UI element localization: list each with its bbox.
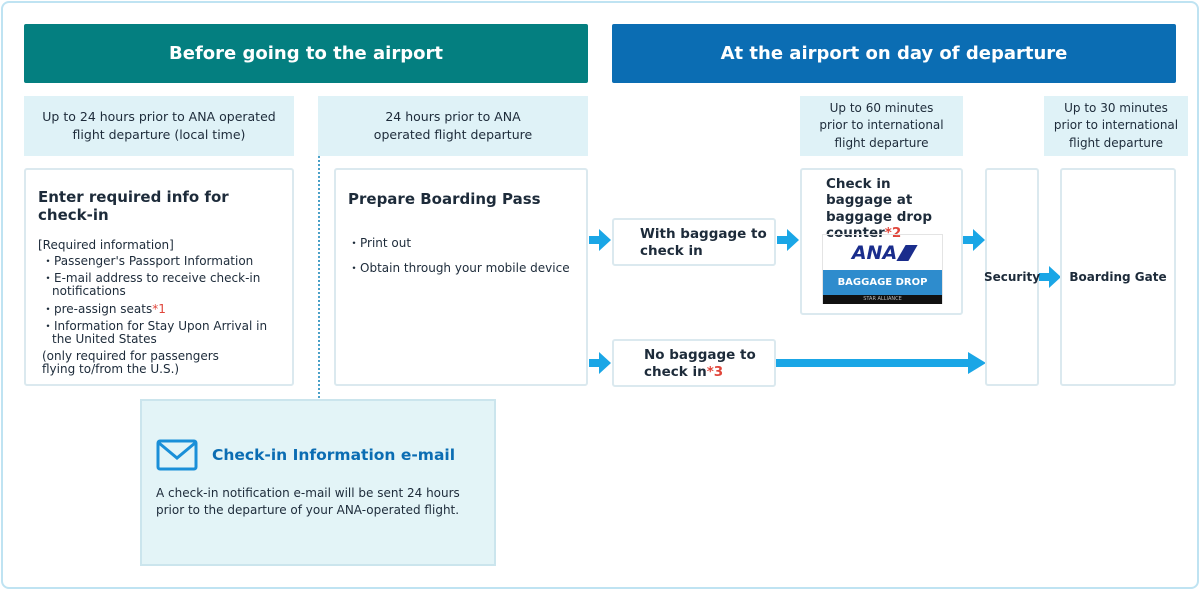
with-baggage-box: With baggage to check in <box>612 218 776 266</box>
email-info-title: Check-in Information e-mail <box>212 446 456 464</box>
arrow-right-icon <box>589 352 611 374</box>
time-label-3: Up to 60 minutes prior to international … <box>800 96 963 156</box>
boarding-pass-box: Prepare Boarding Pass ・Print out ・Obtain… <box>334 168 588 386</box>
header-before-airport: Before going to the airport <box>24 24 588 83</box>
email-info-text: A check-in notification e-mail will be s… <box>156 486 460 517</box>
boarding-pass-title: Prepare Boarding Pass <box>348 190 541 208</box>
time-label-2: 24 hours prior to ANA operated flight de… <box>318 96 588 156</box>
arrow-right-icon <box>589 229 611 251</box>
enter-info-title: Enter required info for check-in <box>38 188 229 224</box>
email-info-box: Check-in Information e-mail A check-in n… <box>140 399 496 566</box>
list-item: ・Obtain through your mobile device <box>348 261 570 275</box>
boarding-gate-box: Boarding Gate <box>1060 168 1176 386</box>
baggage-drop-title: Check in baggage at baggage drop counter… <box>826 176 932 242</box>
security-box: Security <box>984 168 1040 386</box>
sign-label: BAGGAGE DROP <box>823 270 942 295</box>
ana-logo: ANA <box>823 235 942 270</box>
list-item: ・Information for Stay Upon Arrival in th… <box>42 318 268 346</box>
required-info-subtitle: [Required information] <box>38 238 174 252</box>
dotted-connector <box>318 156 320 398</box>
baggage-drop-sign: ANA BAGGAGE DROP STAR ALLIANCE <box>822 234 943 304</box>
arrow-right-icon <box>1039 266 1061 288</box>
list-item: ・Print out <box>348 236 412 250</box>
arrow-right-icon <box>777 229 799 251</box>
time-label-1: Up to 24 hours prior to ANA operated fli… <box>24 96 294 156</box>
no-baggage-box: No baggage to check in*3 <box>612 339 776 387</box>
sign-footer: STAR ALLIANCE <box>823 295 942 304</box>
list-item: ・Passenger's Passport Information <box>42 254 254 268</box>
header-at-airport: At the airport on day of departure <box>612 24 1176 83</box>
envelope-icon <box>156 439 198 471</box>
long-arrow-icon <box>776 352 986 374</box>
baggage-drop-box: Check in baggage at baggage drop counter… <box>800 168 963 315</box>
arrow-right-icon <box>963 229 985 251</box>
time-label-4: Up to 30 minutes prior to international … <box>1044 96 1188 156</box>
us-note: (only required for passengers flying to/… <box>42 349 219 377</box>
list-item: ・E-mail address to receive check-in noti… <box>42 271 261 299</box>
list-item: ・pre-assign seats*1 <box>42 301 166 316</box>
enter-info-box: Enter required info for check-in [Requir… <box>24 168 294 386</box>
